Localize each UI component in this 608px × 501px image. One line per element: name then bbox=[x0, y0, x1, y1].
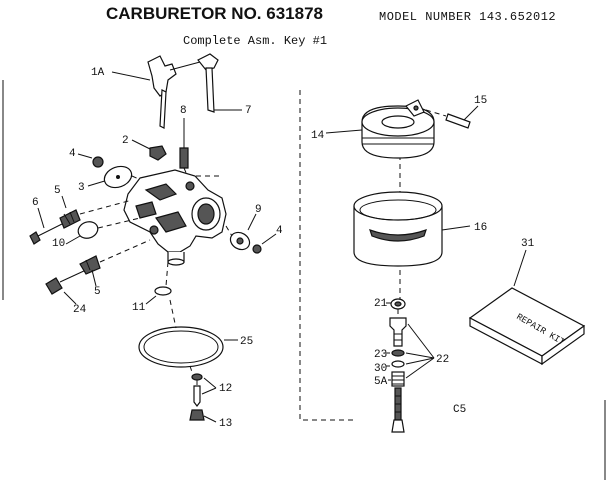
leader-5-top bbox=[61, 195, 67, 209]
leader-22d bbox=[405, 357, 435, 379]
label-7: 7 bbox=[245, 105, 252, 117]
label-13: 13 bbox=[219, 418, 232, 430]
label-16: 16 bbox=[474, 222, 487, 234]
plate-screw bbox=[252, 244, 262, 254]
label-5-bottom: 5 bbox=[94, 286, 101, 298]
spring-5a bbox=[391, 371, 405, 387]
leader-22c bbox=[405, 357, 435, 365]
leader-16 bbox=[441, 225, 471, 231]
drain-valve bbox=[193, 385, 201, 407]
leader-4-left bbox=[77, 153, 93, 159]
float-bowl bbox=[353, 191, 443, 267]
drain-nut bbox=[189, 409, 205, 421]
carburetor-body bbox=[123, 169, 227, 266]
label-4-left: 4 bbox=[69, 148, 76, 160]
label-3: 3 bbox=[78, 182, 85, 194]
leader-14 bbox=[325, 129, 363, 134]
label-31: 31 bbox=[521, 238, 535, 250]
label-5a: 5A bbox=[374, 376, 388, 388]
leader-6 bbox=[37, 207, 45, 229]
label-1a: 1A bbox=[91, 67, 105, 79]
label-24: 24 bbox=[73, 304, 87, 316]
label-21: 21 bbox=[374, 298, 388, 310]
leader-2 bbox=[131, 139, 153, 151]
assembly-axis-left bbox=[299, 90, 356, 421]
needle-screw bbox=[391, 387, 405, 433]
float-pin bbox=[445, 113, 471, 129]
label-25: 25 bbox=[240, 336, 253, 348]
main-nozzle bbox=[389, 317, 407, 347]
idle-mixture-screw bbox=[179, 118, 189, 169]
idle-screw-part bbox=[29, 209, 81, 245]
welch-plug bbox=[77, 221, 99, 239]
label-9: 9 bbox=[255, 204, 262, 216]
leader-24 bbox=[63, 291, 77, 305]
main-adjust-screw bbox=[45, 255, 101, 295]
label-8: 8 bbox=[180, 105, 187, 117]
label-14: 14 bbox=[311, 130, 325, 142]
leader-12a bbox=[203, 377, 217, 389]
label-23: 23 bbox=[374, 349, 387, 361]
clip-part bbox=[149, 145, 167, 161]
label-12: 12 bbox=[219, 383, 232, 395]
label-4-right: 4 bbox=[276, 225, 283, 237]
label-2: 2 bbox=[122, 135, 129, 147]
label-11: 11 bbox=[132, 302, 146, 314]
label-5-top: 5 bbox=[54, 185, 61, 197]
leader-5-bottom bbox=[91, 269, 97, 287]
throttle-lever-part bbox=[147, 53, 219, 129]
leader-11 bbox=[145, 295, 157, 305]
washer-23 bbox=[391, 349, 405, 357]
leader-1a bbox=[111, 71, 151, 81]
diagram-title: CARBURETOR NO. 631878 bbox=[106, 4, 323, 23]
leader-22a bbox=[407, 323, 435, 359]
label-15: 15 bbox=[474, 95, 487, 107]
float-part bbox=[361, 99, 435, 159]
leader-31 bbox=[513, 249, 527, 287]
label-22: 22 bbox=[436, 354, 449, 366]
leader-9 bbox=[247, 213, 257, 231]
figure-code: C5 bbox=[453, 404, 466, 416]
fiber-washer bbox=[191, 373, 203, 381]
bowl-gasket bbox=[138, 326, 224, 368]
label-30: 30 bbox=[374, 363, 387, 375]
seat-part bbox=[154, 286, 172, 296]
leader-22b bbox=[405, 352, 435, 359]
label-6: 6 bbox=[32, 197, 39, 209]
leader-12b bbox=[201, 387, 217, 395]
assembly-subtitle: Complete Asm. Key #1 bbox=[183, 34, 327, 48]
screw-part bbox=[92, 156, 104, 168]
label-10: 10 bbox=[52, 238, 65, 250]
repair-kit-box: REPAIR KIT bbox=[468, 287, 586, 366]
model-number: MODEL NUMBER 143.652012 bbox=[379, 10, 556, 24]
leader-15 bbox=[463, 105, 479, 121]
leader-13 bbox=[203, 415, 217, 423]
o-ring-30 bbox=[391, 360, 405, 368]
leader-10 bbox=[65, 235, 81, 245]
leader-4-right bbox=[261, 233, 277, 245]
